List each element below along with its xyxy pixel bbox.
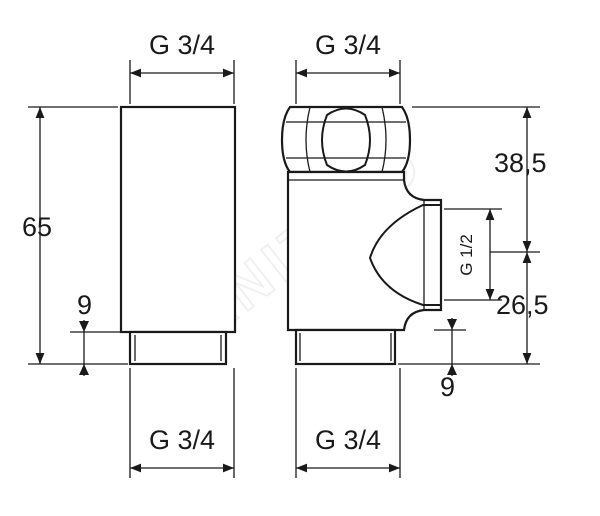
left-top-thread-label: G 3/4 xyxy=(149,30,215,60)
right-thread-length-label: 9 xyxy=(440,372,455,402)
right-top-thread-label: G 3/4 xyxy=(315,30,381,60)
lower-offset-label: 26,5 xyxy=(496,290,549,320)
left-bottom-thread-label: G 3/4 xyxy=(149,425,215,455)
upper-offset-label: 38,5 xyxy=(494,148,547,178)
right-thread xyxy=(294,328,397,366)
left-thread-length-label: 9 xyxy=(77,290,92,320)
side-outlet-label: G 1/2 xyxy=(457,234,476,276)
overall-height-label: 65 xyxy=(22,212,52,242)
hex-nut xyxy=(280,105,412,174)
right-bottom-thread-label: G 3/4 xyxy=(315,425,381,455)
left-body xyxy=(119,105,237,334)
right-body xyxy=(286,170,443,332)
left-view xyxy=(28,60,237,478)
side-outlet xyxy=(368,204,441,306)
left-thread xyxy=(128,330,228,366)
right-view xyxy=(280,60,540,478)
